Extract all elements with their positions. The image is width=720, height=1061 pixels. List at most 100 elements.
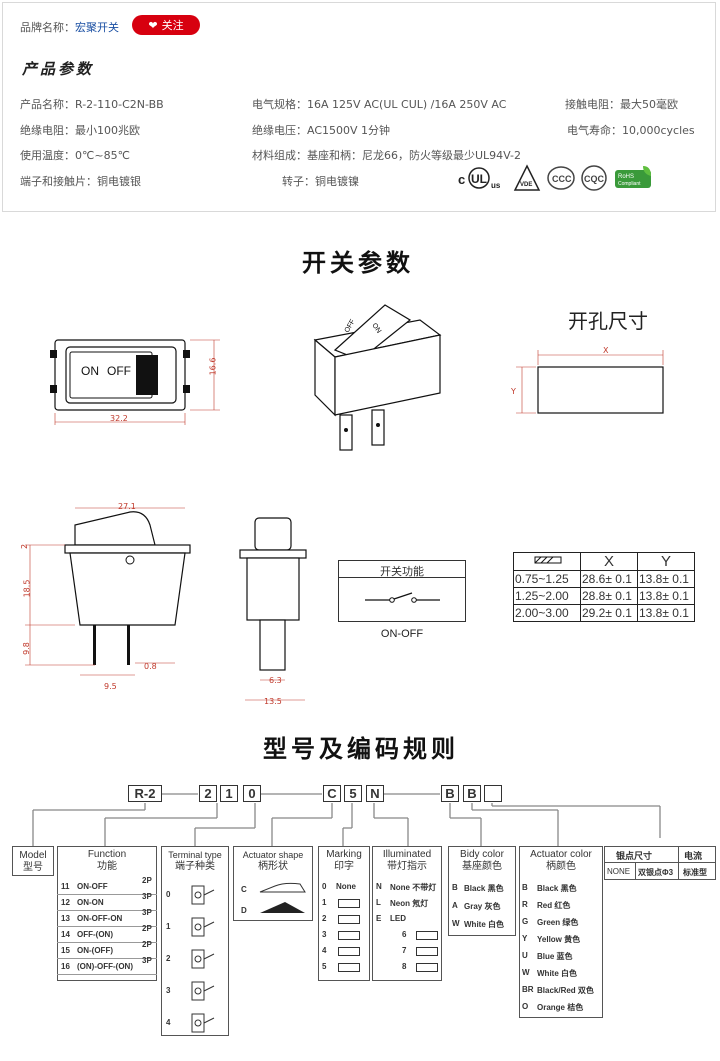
illuminated-code: E	[376, 914, 382, 923]
illuminated-code: 8	[402, 962, 407, 971]
svg-text:us: us	[491, 181, 501, 190]
code-char-series: R-2	[128, 785, 162, 802]
param-electrical: 电气规格：16A 125V AC(UL CUL) /16A 250V AC	[252, 98, 507, 111]
body-color-code: A	[452, 901, 458, 910]
hole-cell: 29.2± 0.1	[580, 604, 638, 622]
svg-text:ON: ON	[370, 322, 382, 335]
hole-header-y: Y	[637, 552, 695, 571]
function-row-divider	[57, 942, 157, 943]
ul-logo-icon: c UL us	[458, 167, 501, 190]
actuator-color-code: W	[522, 968, 530, 977]
hole-size-table: X Y 0.75~1.25 28.6± 0.1 13.8± 0.1 1.25~2…	[513, 552, 695, 622]
brand-label: 品牌名称：	[20, 21, 75, 34]
function-row-divider	[57, 926, 157, 927]
actuator-color-name: Black/Red 双色	[537, 986, 594, 995]
illuminated-symbol-icon	[416, 963, 438, 972]
dim-0-8: 0.8	[144, 662, 157, 671]
illuminated-symbol-icon	[416, 947, 438, 956]
actuator-color-name: Green 绿色	[537, 918, 579, 927]
code-char: C	[323, 785, 341, 802]
svg-text:UL: UL	[471, 172, 487, 186]
function-code: 14	[61, 930, 70, 939]
switch-function-box	[338, 560, 466, 622]
body-color-header-en: Bidy color	[460, 849, 504, 860]
code-char: B	[463, 785, 481, 802]
marking-symbol-icon	[338, 963, 360, 972]
terminal-code: 3	[166, 986, 171, 995]
function-name: OFF-(ON)	[77, 930, 113, 939]
terminal-type-icon	[191, 949, 215, 969]
silver-divider	[604, 862, 716, 863]
function-poles: 3P	[142, 956, 152, 965]
actuator-color-column	[519, 846, 603, 1018]
function-row-divider	[57, 974, 157, 975]
hole-cell: 1.25~2.00	[513, 587, 581, 605]
thickness-header-icon	[513, 552, 581, 571]
dim-32-2: 32.2	[110, 414, 128, 423]
dim-18-5: 18.5	[22, 579, 32, 598]
actuator-shape-header-cn: 柄形状	[258, 861, 288, 872]
actuator-color-name: Yellow 黄色	[537, 935, 581, 944]
dim-9-8: 9.8	[21, 642, 31, 655]
function-poles: 2P	[142, 876, 152, 885]
hole-cell: 13.8± 0.1	[637, 587, 695, 605]
dim-16-6: 16.6	[208, 357, 218, 376]
actuator-color-name: Orange 桔色	[537, 1003, 584, 1012]
follow-button[interactable]: ❤ 关注	[132, 15, 200, 35]
illuminated-code: 6	[402, 930, 407, 939]
marking-code: 0	[322, 882, 327, 891]
param-contact-resistance: 接触电阻：最大50毫欧	[565, 98, 678, 111]
param-material: 材料组成：基座和柄：尼龙66，防火等级最少UL94V-2	[252, 149, 522, 162]
illuminated-code: L	[376, 898, 381, 907]
dim-13-5: 13.5	[264, 697, 282, 706]
code-char: 1	[220, 785, 238, 802]
function-box-divider	[338, 577, 466, 578]
illuminated-name: None 不带灯	[390, 883, 437, 892]
current-desc: 标准型	[683, 868, 707, 877]
marking-symbol-icon	[338, 931, 360, 940]
function-name: ON-ON	[77, 898, 104, 907]
function-header-cn: 功能	[97, 861, 117, 872]
actuator-color-code: BR	[522, 985, 534, 994]
svg-text:VDE: VDE	[520, 182, 532, 188]
function-code: 16	[61, 962, 70, 971]
iso-view-drawing: ON OFF	[313, 304, 442, 451]
function-column	[57, 846, 157, 981]
switch-function-title: 开关功能	[380, 565, 424, 578]
off-label: OFF	[107, 364, 131, 378]
illuminated-code: 7	[402, 946, 407, 955]
actuator-color-code: U	[522, 951, 528, 960]
body-color-code: W	[452, 919, 460, 928]
code-char: 5	[344, 785, 362, 802]
marking-code: 5	[322, 962, 327, 971]
function-code: 12	[61, 898, 70, 907]
body-color-code: B	[452, 883, 458, 892]
illuminated-symbol-icon	[416, 931, 438, 940]
dim-y-label: Y	[511, 387, 516, 396]
code-char: B	[441, 785, 459, 802]
terminal-code: 1	[166, 922, 171, 931]
actuator-color-code: B	[522, 883, 528, 892]
function-poles: 3P	[142, 892, 152, 901]
terminal-type-icon	[191, 1013, 215, 1033]
terminal-header-en: Terminal type	[168, 850, 222, 860]
hole-cell: 28.6± 0.1	[580, 570, 638, 588]
silver-desc: 双银点Φ3	[638, 868, 674, 877]
front-view-drawing	[50, 339, 220, 425]
side-view-drawing	[25, 507, 191, 676]
silver-current-box	[604, 846, 716, 880]
param-temperature: 使用温度：0℃~85℃	[20, 149, 130, 162]
svg-text:RoHS: RoHS	[618, 174, 634, 180]
code-char: 2	[199, 785, 217, 802]
terminal-code: 0	[166, 890, 171, 899]
certification-logos: c UL us VDE CCC CQC RoHS Compliant	[458, 164, 651, 191]
param-rotor: 转子：铜电镀镍	[282, 175, 359, 188]
param-model: 产品名称：R-2-110-C2N-BB	[20, 98, 164, 111]
marking-code: 4	[322, 946, 327, 955]
function-code: 11	[61, 882, 70, 891]
hole-header-x: X	[580, 552, 638, 571]
hole-drawing	[516, 350, 664, 414]
illuminated-header-en: Illuminated	[382, 849, 432, 860]
svg-text:Compliant: Compliant	[618, 181, 641, 187]
brand-name-link[interactable]: 宏聚开关	[75, 21, 119, 34]
